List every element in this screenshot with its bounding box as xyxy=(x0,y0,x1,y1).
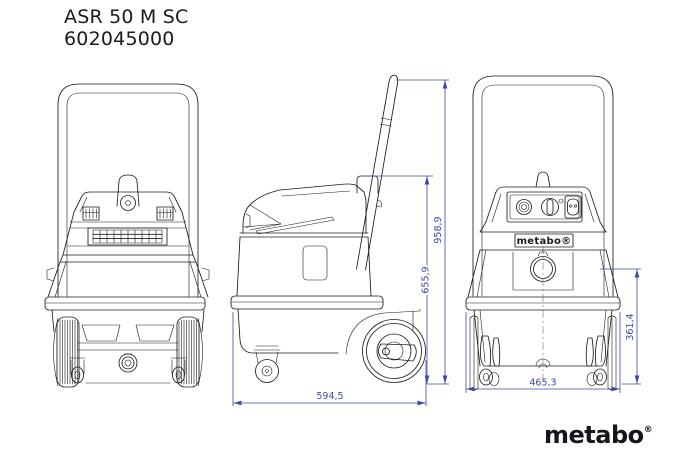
push-handle-rear xyxy=(472,75,614,297)
rear-wheel xyxy=(362,319,426,383)
dust-container-rear xyxy=(465,246,621,384)
dimension-overall-height: 958,9 xyxy=(396,79,449,385)
dimension-inlet-height: 361,4 xyxy=(600,268,641,385)
body-height-value: 655,9 xyxy=(421,266,432,293)
dimension-body-height: 655,9 xyxy=(372,175,434,384)
right-latch xyxy=(156,206,174,221)
side-view xyxy=(230,74,426,383)
front-caster-side xyxy=(253,345,281,383)
model-name: ASR 50 M SC xyxy=(64,6,189,28)
device-brand-text: metabo® xyxy=(517,236,572,247)
control-panel xyxy=(506,191,583,223)
article-number: 602045000 xyxy=(64,28,175,50)
front-casters xyxy=(69,357,187,384)
length-value: 594,5 xyxy=(316,391,343,402)
handle-mount xyxy=(356,175,379,194)
power-outlet-icon xyxy=(564,195,582,219)
carry-handle xyxy=(116,174,140,207)
container-rim xyxy=(44,296,206,311)
registered-trademark-icon: ® xyxy=(643,425,653,435)
overall-height-value: 958,9 xyxy=(433,216,444,243)
metabo-logo: metabo® xyxy=(544,421,653,449)
motor-head xyxy=(59,174,197,263)
rear-view: metabo® xyxy=(465,75,621,391)
rotary-switch-icon xyxy=(541,198,564,216)
motor-head-rear: metabo® xyxy=(479,171,607,251)
vent-grille xyxy=(87,227,168,246)
dust-container xyxy=(44,261,210,384)
width-value: 465,3 xyxy=(529,378,556,389)
suction-power-dial-icon xyxy=(516,199,532,215)
left-wheel xyxy=(53,316,80,388)
rear-feet xyxy=(469,315,617,391)
dust-container-side xyxy=(230,236,421,355)
rear-carry-handle xyxy=(535,171,551,188)
dimension-width: 465,3 xyxy=(465,312,621,393)
metabo-logo-text: metabo xyxy=(544,421,644,449)
push-handle-side xyxy=(356,74,399,271)
front-view xyxy=(44,83,210,388)
device-brand-label: metabo® xyxy=(514,233,574,248)
dimension-length: 594,5 xyxy=(232,312,427,406)
title-block: ASR 50 M SC 602045000 xyxy=(64,6,188,50)
drain-cap xyxy=(118,353,138,373)
dimension-annotations: 958,9 655,9 594,5 361,4 465,3 xyxy=(232,79,641,406)
inlet-height-value: 361,4 xyxy=(625,313,636,340)
left-latch xyxy=(82,206,100,221)
push-handle xyxy=(57,83,199,298)
right-wheel xyxy=(176,316,203,388)
motor-head-side xyxy=(239,183,369,238)
